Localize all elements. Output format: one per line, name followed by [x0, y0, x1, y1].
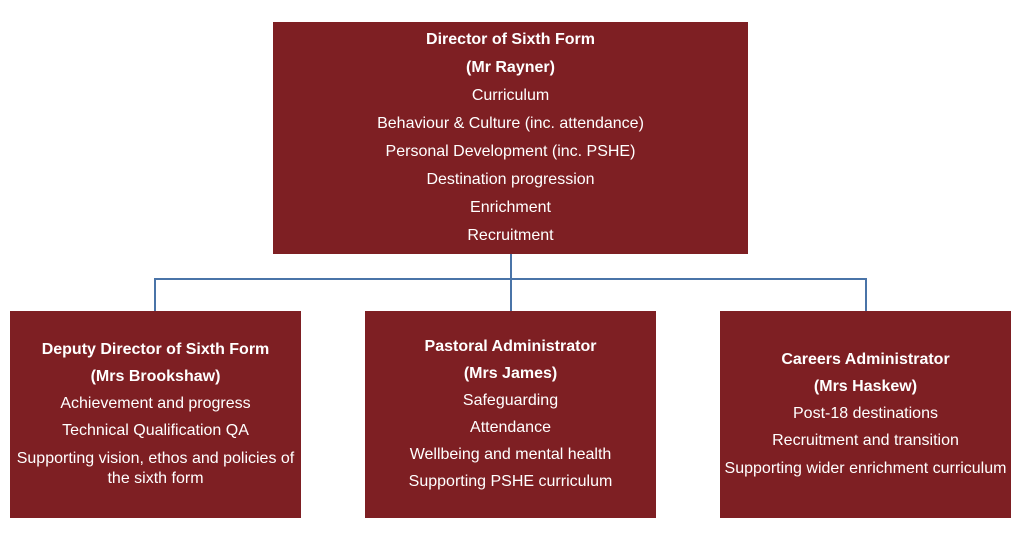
pastoral-duty: Safeguarding: [462, 392, 559, 409]
deputy-duty: Achievement and progress: [60, 395, 251, 413]
careers-duty: Supporting wider enrichment curriculum: [724, 459, 1007, 477]
pastoral-duty: Wellbeing and mental health: [409, 446, 612, 463]
pastoral-box: Pastoral Administrator (Mrs James) Safeg…: [365, 311, 656, 518]
deputy-title: Deputy Director of Sixth Form: [41, 341, 270, 359]
deputy-duty: Technical Qualification QA: [62, 422, 249, 440]
director-box: Director of Sixth Form (Mr Rayner) Curri…: [273, 22, 748, 254]
deputy-duty: Supporting vision, ethos and policies of…: [16, 449, 295, 487]
pastoral-duty: Attendance: [470, 419, 551, 436]
director-duty: Curriculum: [471, 87, 550, 104]
deputy-box: Deputy Director of Sixth Form (Mrs Brook…: [10, 311, 301, 518]
pastoral-duty: Supporting PSHE curriculum: [408, 473, 613, 490]
pastoral-title: Pastoral Administrator: [424, 338, 597, 355]
director-duty: Enrichment: [470, 199, 551, 216]
careers-name: (Mrs Haskew): [813, 378, 918, 396]
careers-duty: Recruitment and transition: [772, 432, 959, 450]
careers-box: Careers Administrator (Mrs Haskew) Post-…: [720, 311, 1011, 518]
deputy-name: (Mrs Brookshaw): [90, 368, 221, 386]
careers-title: Careers Administrator: [781, 351, 950, 369]
director-duty: Recruitment: [467, 227, 554, 244]
careers-duty: Post-18 destinations: [793, 405, 938, 423]
director-duty: Behaviour & Culture (inc. attendance): [377, 115, 644, 132]
director-duty: Personal Development (inc. PSHE): [385, 143, 636, 160]
director-name: (Mr Rayner): [466, 59, 555, 76]
director-duty: Destination progression: [426, 171, 595, 188]
director-title: Director of Sixth Form: [426, 31, 595, 48]
pastoral-name: (Mrs James): [463, 365, 558, 382]
